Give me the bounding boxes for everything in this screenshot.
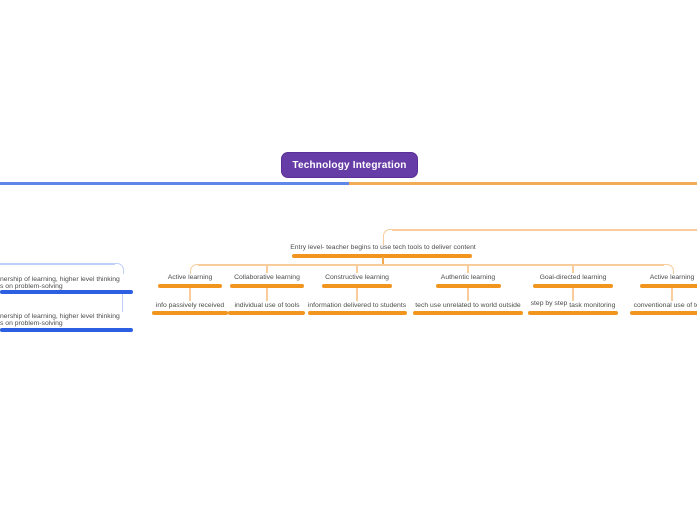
connector-active-to-child [189, 288, 191, 301]
leaf-underline-info-passively-received [152, 311, 228, 315]
connector-goal-directed-to-child [572, 288, 574, 301]
entry-parent-connector-line [392, 229, 697, 231]
left-parent-connector-corner [114, 263, 124, 274]
branch-underline-active-learning [158, 284, 222, 288]
left-child-line1[interactable]: nership of learning, higher level thinki… [0, 313, 120, 320]
branch-node-authentic-learning[interactable]: Authentic learning [440, 274, 496, 281]
leaf-underline-tech-use-unrelated [413, 311, 523, 315]
leaf-underline-individual-use-of-tools [228, 311, 305, 315]
leaf-node-tech-use-unrelated[interactable]: tech use unrelated to world outside [415, 302, 521, 309]
entry-level-node[interactable]: Entry level- teacher begins to use tech … [290, 244, 476, 251]
distribution-drop-authentic [467, 265, 469, 273]
distribution-drop-constructive [356, 265, 358, 273]
entry-children-drop [382, 257, 384, 265]
leaf-node-info-passively-received[interactable]: info passively received [155, 302, 225, 309]
connector-constructive-to-child [356, 288, 358, 301]
leaf-node-individual-use-of-tools[interactable]: individual use of tools [234, 302, 300, 309]
entry-level-underline [292, 254, 472, 258]
distribution-drop-collaborative [266, 265, 268, 273]
branch-node-active-learning[interactable]: Active learning [167, 274, 213, 281]
connector-authentic-to-child [467, 288, 469, 301]
central-topic-label: Technology Integration [292, 159, 407, 171]
leaf-underline-step-by-step [528, 311, 618, 315]
branch-underline-active-learning-2 [640, 284, 697, 288]
left-node-underline [0, 290, 133, 294]
leaf-label-task-monitoring: task monitoring [569, 302, 616, 309]
left-node-line1[interactable]: nership of learning, higher level thinki… [0, 276, 120, 283]
left-parent-connector-line [0, 263, 115, 265]
central-topic-node[interactable]: Technology Integration [281, 152, 418, 178]
branch-underline-authentic-learning [436, 284, 501, 288]
left-child-underline [0, 328, 133, 332]
branch-underline-goal-directed-learning [533, 284, 613, 288]
children-distribution-line [198, 264, 664, 266]
connector-left-node-to-child [121, 294, 123, 312]
main-branch-line-left [0, 182, 349, 185]
branch-underline-collaborative-learning [230, 284, 304, 288]
branch-node-constructive-learning[interactable]: Constructive learning [325, 274, 389, 281]
leaf-node-conventional-use[interactable]: conventional use of tools [633, 302, 697, 309]
children-distribution-corner-left [190, 264, 199, 274]
leaf-label-step-by-step: step by step [530, 300, 568, 307]
left-child-line2[interactable]: s on problem-solving [0, 320, 63, 327]
connector-active-2-to-child [671, 288, 673, 301]
distribution-drop-goal-directed [572, 265, 574, 273]
branch-underline-constructive-learning [322, 284, 392, 288]
connector-collaborative-to-child [266, 288, 268, 301]
branch-node-collaborative-learning[interactable]: Collaborative learning [234, 274, 300, 281]
left-node-line2[interactable]: s on problem-solving [0, 282, 63, 290]
children-distribution-corner-right [664, 264, 674, 274]
leaf-underline-conventional-use [630, 311, 697, 315]
entry-parent-connector-corner [383, 229, 393, 245]
branch-node-active-learning-2[interactable]: Active learning [649, 274, 695, 281]
main-branch-line-right [349, 182, 697, 185]
leaf-node-information-delivered[interactable]: information delivered to students [307, 302, 407, 309]
leaf-underline-information-delivered [308, 311, 407, 315]
branch-node-goal-directed-learning[interactable]: Goal-directed learning [539, 274, 607, 281]
